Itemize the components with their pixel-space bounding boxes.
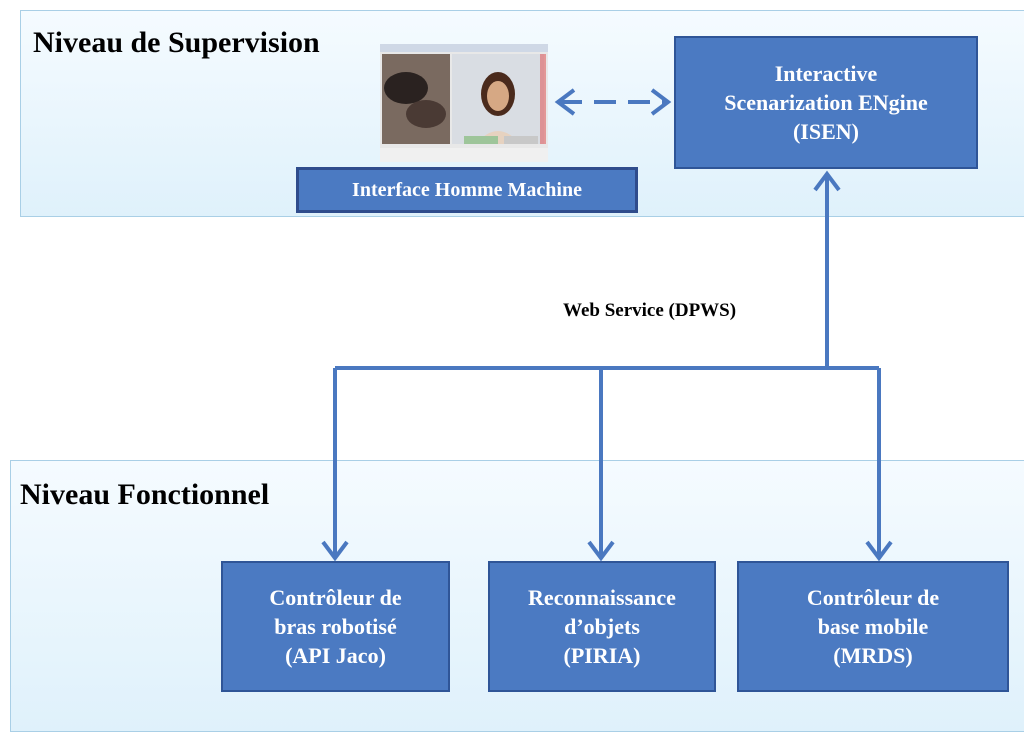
module-base-line-3: (MRDS) xyxy=(833,643,913,668)
functional-title: Niveau Fonctionnel xyxy=(20,478,270,511)
isen-line-3: (ISEN) xyxy=(792,119,859,144)
module-arm-line-3: (API Jaco) xyxy=(285,643,386,668)
bus-arrow-arm xyxy=(321,368,349,562)
hmi-label: Interface Homme Machine xyxy=(296,167,638,213)
web-service-bus xyxy=(335,170,879,370)
module-node-object-recognition: Reconnaissance d’objets (PIRIA) xyxy=(488,561,716,692)
bus-arrow-recognition xyxy=(587,368,615,562)
bus-arrow-base xyxy=(865,368,893,562)
isen-line-1: Interactive xyxy=(774,61,878,86)
module-recognition-line-2: d’objets xyxy=(564,614,640,639)
module-recognition-line-3: (PIRIA) xyxy=(563,643,641,668)
module-node-base-controller: Contrôleur de base mobile (MRDS) xyxy=(737,561,1009,692)
hmi-isen-dashed-arrow xyxy=(554,88,672,116)
hmi-screenshot xyxy=(380,44,548,162)
module-arm-line-1: Contrôleur de xyxy=(269,585,402,610)
module-recognition-line-1: Reconnaissance xyxy=(528,585,676,610)
isen-line-2: Scenarization ENgine xyxy=(724,90,928,115)
module-base-line-1: Contrôleur de xyxy=(806,585,940,610)
module-arm-line-2: bras robotisé xyxy=(274,614,397,639)
supervision-title: Niveau de Supervision xyxy=(33,26,320,59)
module-base-line-2: base mobile xyxy=(817,614,929,639)
web-service-label: Web Service (DPWS) xyxy=(563,300,737,321)
isen-node: Interactive Scenarization ENgine (ISEN) xyxy=(674,36,978,169)
module-node-arm-controller: Contrôleur de bras robotisé (API Jaco) xyxy=(221,561,450,692)
